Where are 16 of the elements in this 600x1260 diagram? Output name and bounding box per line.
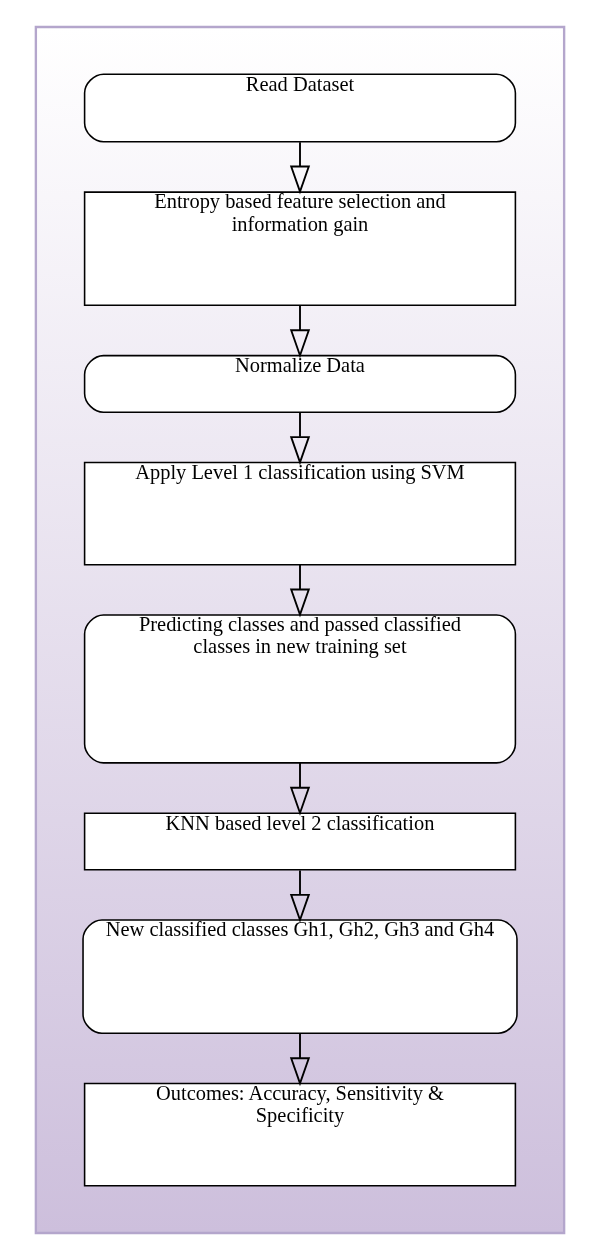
arrow bbox=[289, 141, 311, 195]
arrow bbox=[289, 411, 311, 466]
arrow bbox=[289, 1032, 311, 1087]
arrow bbox=[289, 304, 311, 359]
cluster bbox=[34, 25, 566, 1235]
node-box: Predicting classes and passed classified classes in new training set bbox=[83, 614, 517, 764]
node-box: Read Dataset bbox=[83, 73, 517, 143]
arrow bbox=[289, 564, 311, 618]
node-box: Apply Level 1 classification using SVM bbox=[83, 461, 517, 566]
node-box: Entropy based feature selection and information gain bbox=[83, 191, 517, 307]
node-box: Outcomes: Accuracy, Sensitivity & Specificity bbox=[83, 1082, 517, 1187]
node-box: Normalize Data bbox=[83, 354, 517, 414]
node-box: New classified classes Gh1, Gh2, Gh3 and Gh4 bbox=[82, 919, 518, 1035]
node-box: KNN based level 2 classification bbox=[83, 812, 517, 871]
arrow bbox=[289, 762, 311, 816]
arrow bbox=[289, 869, 311, 923]
